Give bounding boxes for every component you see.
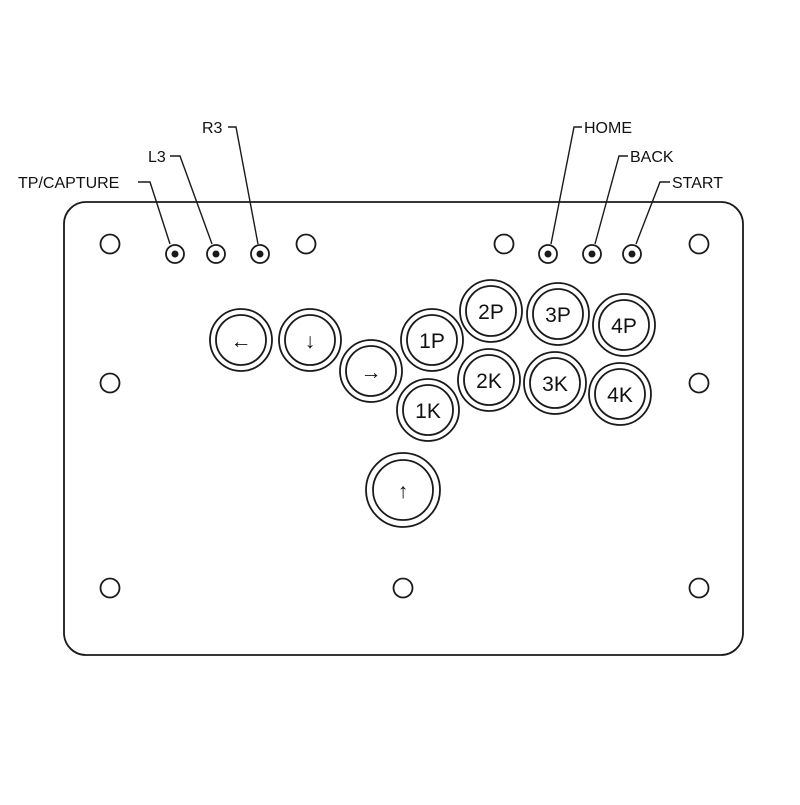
label-back: BACK <box>630 149 674 166</box>
leader-line-l3 <box>170 155 213 245</box>
l3-button[interactable] <box>206 244 226 264</box>
r3-button[interactable] <box>250 244 270 264</box>
left-arrow-icon: ← <box>231 330 252 353</box>
case-outline <box>63 201 744 656</box>
2p-label: 2P <box>478 301 504 324</box>
down-arrow-icon: ↓ <box>305 330 316 353</box>
screw-hole <box>688 372 710 394</box>
4p-button[interactable]: 4P <box>592 293 656 357</box>
2k-button[interactable]: 2K <box>457 348 521 412</box>
4k-button[interactable]: 4K <box>588 362 652 426</box>
screw-hole <box>493 233 515 255</box>
screw-hole <box>99 372 121 394</box>
up-arrow-icon: ↑ <box>398 480 409 503</box>
leader-line-home <box>550 126 582 245</box>
left-button[interactable]: ← <box>209 308 273 372</box>
up-button[interactable]: ↑ <box>365 452 441 528</box>
screw-holes <box>99 233 710 599</box>
4p-label: 4P <box>611 315 637 338</box>
screw-hole <box>688 577 710 599</box>
1k-button[interactable]: 1K <box>396 378 460 442</box>
screw-hole <box>392 577 414 599</box>
screw-hole <box>688 233 710 255</box>
1p-button[interactable]: 1P <box>400 308 464 372</box>
label-tp-capture: TP/CAPTURE <box>18 175 119 192</box>
1k-label: 1K <box>415 400 441 423</box>
leader-lines <box>138 126 670 245</box>
1p-label: 1P <box>419 330 445 353</box>
start-button[interactable] <box>622 244 642 264</box>
home-button[interactable] <box>538 244 558 264</box>
screw-hole <box>99 577 121 599</box>
2k-label: 2K <box>476 370 502 393</box>
label-home: HOME <box>584 120 632 137</box>
right-arrow-icon: → <box>361 361 382 384</box>
right-button[interactable]: → <box>339 339 403 403</box>
3p-button[interactable]: 3P <box>526 282 590 346</box>
label-l3: L3 <box>148 149 166 166</box>
2p-button[interactable]: 2P <box>459 279 523 343</box>
tp-capture-button[interactable] <box>165 244 185 264</box>
label-start: START <box>672 175 723 192</box>
3k-label: 3K <box>542 373 568 396</box>
leader-line-r3 <box>228 126 259 245</box>
leader-line-start <box>635 181 670 245</box>
leader-line-tp-capture <box>138 181 171 245</box>
screw-hole <box>99 233 121 255</box>
3p-label: 3P <box>545 304 571 327</box>
back-button[interactable] <box>582 244 602 264</box>
down-button[interactable]: ↓ <box>278 308 342 372</box>
screw-hole <box>295 233 317 255</box>
3k-button[interactable]: 3K <box>523 351 587 415</box>
4k-label: 4K <box>607 384 633 407</box>
leader-line-back <box>594 155 628 245</box>
label-r3: R3 <box>202 120 223 137</box>
